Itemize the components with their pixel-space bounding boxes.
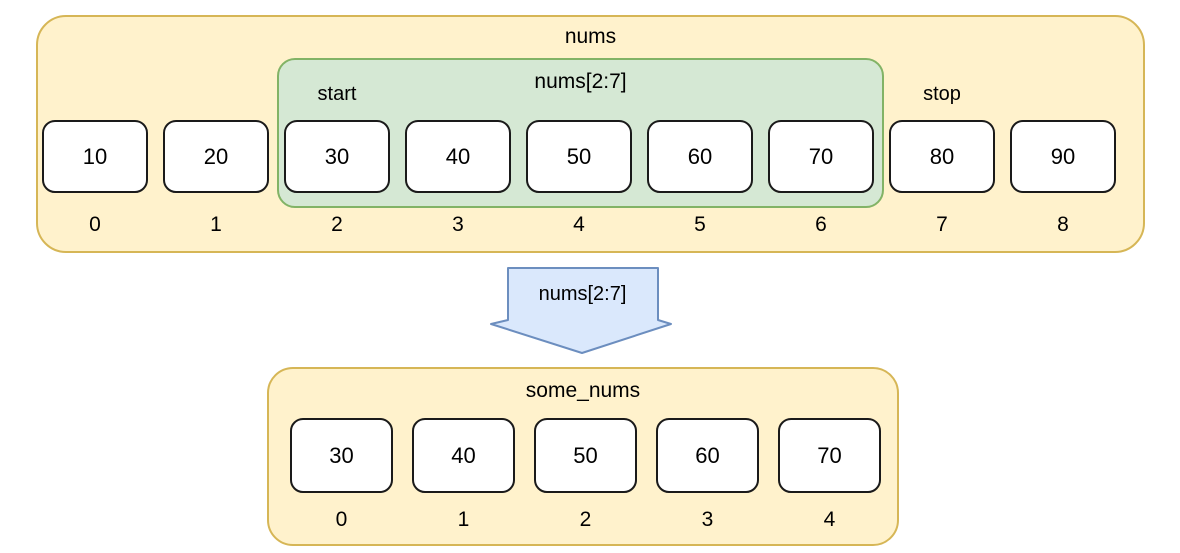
cell-index: 1 <box>210 213 222 236</box>
cell-index: 0 <box>335 508 348 531</box>
nums-title: nums <box>564 25 617 48</box>
down-arrow-icon <box>490 267 672 354</box>
array-cell: 30 <box>284 120 390 193</box>
array-cell: 70 <box>778 418 881 493</box>
arrow-slice-label: nums[2:7] <box>538 283 627 305</box>
cell-value: 30 <box>324 143 350 169</box>
array-cell: 90 <box>1010 120 1116 193</box>
cell-index: 2 <box>579 508 592 531</box>
cell-index: 2 <box>331 213 343 236</box>
cell-value: 40 <box>445 143 471 169</box>
array-cell: 70 <box>768 120 874 193</box>
array-cell: 20 <box>163 120 269 193</box>
slice-region-label: nums[2:7] <box>534 70 627 93</box>
cell-value: 40 <box>451 442 476 468</box>
cell-index: 3 <box>701 508 714 531</box>
array-cell: 10 <box>42 120 148 193</box>
cell-index: 4 <box>573 213 585 236</box>
array-cell: 80 <box>889 120 995 193</box>
array-cell: 60 <box>656 418 759 493</box>
cell-index: 3 <box>452 213 464 236</box>
cell-value: 20 <box>203 143 229 169</box>
cell-value: 60 <box>687 143 713 169</box>
array-cell: 40 <box>412 418 515 493</box>
cell-index: 5 <box>694 213 706 236</box>
cell-index: 1 <box>457 508 470 531</box>
cell-index: 4 <box>823 508 836 531</box>
cell-value: 10 <box>82 143 108 169</box>
array-cell: 30 <box>290 418 393 493</box>
cell-value: 60 <box>695 442 720 468</box>
array-cell: 50 <box>534 418 637 493</box>
down-arrow-shape <box>490 267 672 354</box>
array-cell: 40 <box>405 120 511 193</box>
cell-index: 8 <box>1057 213 1069 236</box>
cell-value: 30 <box>329 442 354 468</box>
cell-index: 7 <box>936 213 948 236</box>
cell-index: 6 <box>815 213 827 236</box>
cell-value: 70 <box>817 442 842 468</box>
stop-marker-label: stop <box>923 83 961 105</box>
array-cell: 50 <box>526 120 632 193</box>
cell-value: 80 <box>929 143 955 169</box>
cell-value: 90 <box>1050 143 1076 169</box>
cell-value: 50 <box>566 143 592 169</box>
start-marker-label: start <box>317 83 357 105</box>
some-nums-title: some_nums <box>525 379 641 402</box>
cell-value: 50 <box>573 442 598 468</box>
cell-index: 0 <box>89 213 101 236</box>
cell-value: 70 <box>808 143 834 169</box>
array-cell: 60 <box>647 120 753 193</box>
